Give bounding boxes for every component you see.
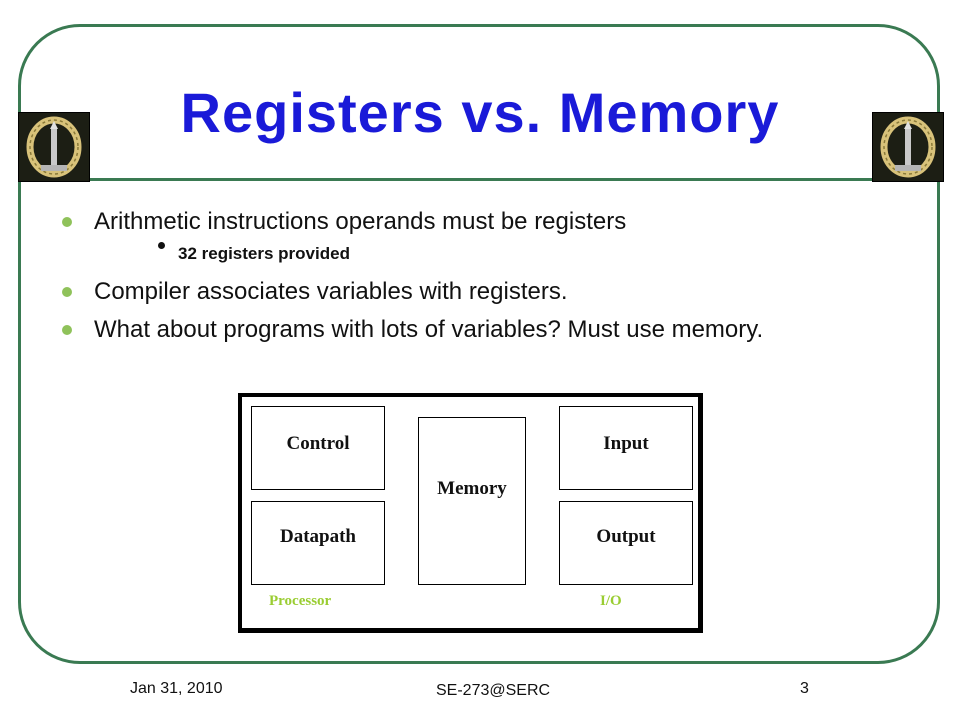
title-divider xyxy=(90,178,885,181)
memory-box: Memory xyxy=(418,417,526,585)
institute-emblem-icon xyxy=(18,112,90,182)
slide-frame xyxy=(18,24,940,664)
bullet-dot xyxy=(62,287,72,297)
control-label: Control xyxy=(286,433,350,454)
bullet-dot xyxy=(62,325,72,335)
bullet-item: What about programs with lots of variabl… xyxy=(94,316,764,343)
slide-title: Registers vs. Memory xyxy=(180,81,780,144)
io-group-label: I/O xyxy=(600,593,622,609)
sub-bullet-item: 32 registers provided xyxy=(178,244,350,263)
output-box: Output xyxy=(559,501,693,585)
input-label: Input xyxy=(603,433,649,454)
datapath-box: Datapath xyxy=(251,501,385,585)
bullet-item: Compiler associates variables with regis… xyxy=(94,278,568,305)
bullet-dot xyxy=(62,217,72,227)
sub-bullet-dot xyxy=(158,242,165,249)
footer-center: SE-273@SERC xyxy=(436,682,551,699)
page-number: 3 xyxy=(800,680,809,697)
memory-label: Memory xyxy=(437,478,507,499)
processor-group-label: Processor xyxy=(269,593,332,609)
institute-emblem-icon xyxy=(872,112,944,182)
control-box: Control xyxy=(251,406,385,490)
computer-organization-diagram: Control Datapath Memory Input Output Pro… xyxy=(238,393,703,633)
output-label: Output xyxy=(596,526,656,547)
footer-date: Jan 31, 2010 xyxy=(130,680,223,697)
input-box: Input xyxy=(559,406,693,490)
datapath-label: Datapath xyxy=(279,526,356,547)
bullet-item: Arithmetic instructions operands must be… xyxy=(94,208,627,235)
